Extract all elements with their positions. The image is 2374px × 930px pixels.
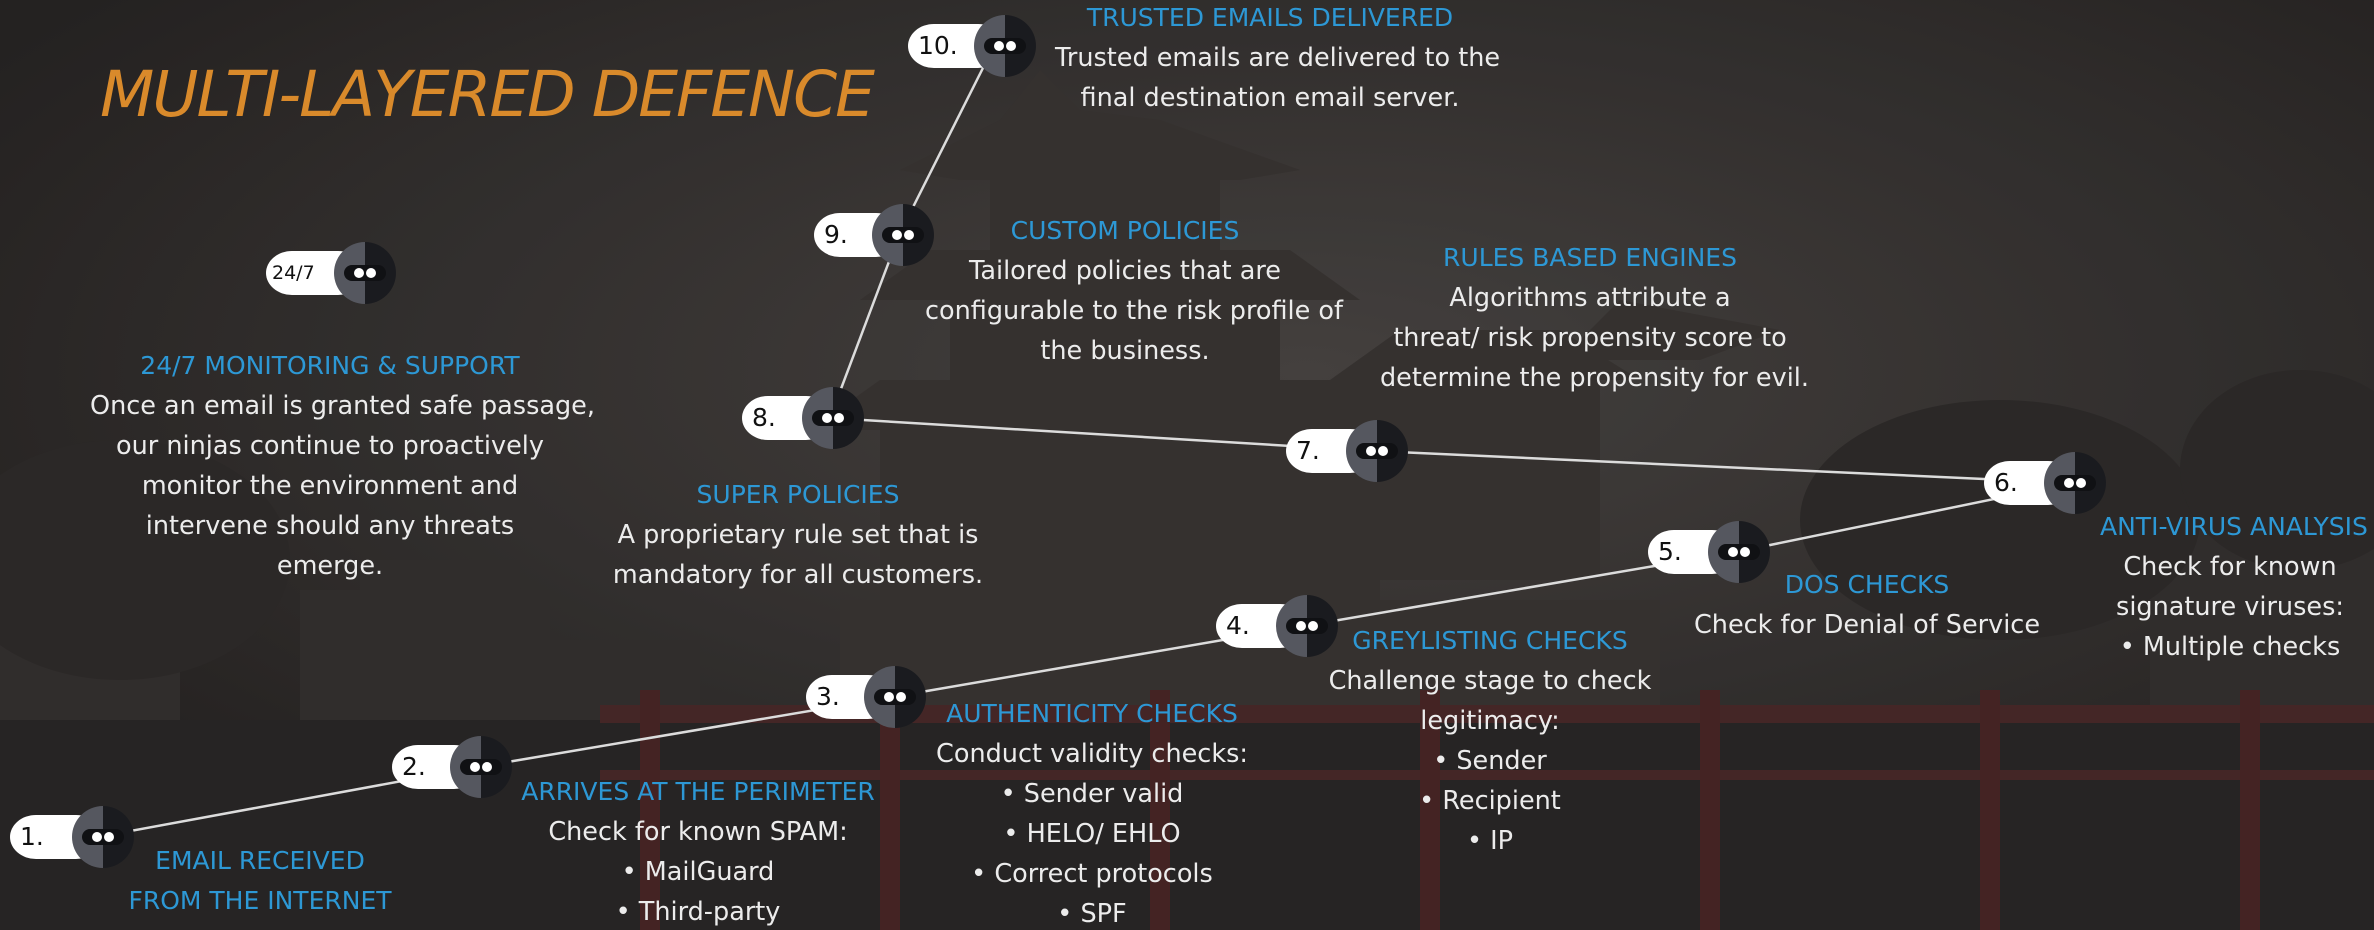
step-node-1: 1. <box>10 806 134 868</box>
block-heading: GREYLISTING CHECKS <box>1352 626 1628 655</box>
step-number: 6. <box>1994 468 2018 497</box>
block-line: determine the propensity for evil. <box>1380 363 1809 393</box>
block-line: mandatory for all customers. <box>612 560 984 590</box>
ninja-icon <box>1708 521 1770 583</box>
step-number: 2. <box>402 752 426 781</box>
ninja-icon <box>974 15 1036 77</box>
block-authenticity-checks: AUTHENTICITY CHECKS Conduct validity che… <box>912 694 1272 930</box>
step-number: 3. <box>816 682 840 711</box>
block-heading: SUPER POLICIES <box>696 480 900 509</box>
block-email-received: EMAIL RECEIVED FROM THE INTERNET <box>85 841 435 921</box>
block-line: configurable to the risk profile of <box>925 296 1343 326</box>
block-super-policies: SUPER POLICIES A proprietary rule set th… <box>608 475 988 595</box>
block-line: • SPF <box>1057 899 1127 929</box>
ninja-icon <box>1276 595 1338 657</box>
step-node-7: 7. <box>1286 420 1408 482</box>
block-line: Once an email is granted safe passage, <box>90 391 595 421</box>
step-number: 8. <box>752 403 776 432</box>
block-heading: RULES BASED ENGINES <box>1443 243 1737 272</box>
step-node-8: 8. <box>742 387 864 449</box>
block-heading: TRUSTED EMAILS DELIVERED <box>1086 3 1454 32</box>
block-heading: AUTHENTICITY CHECKS <box>946 699 1238 728</box>
block-heading: ANTI-VIRUS ANALYSIS <box>2100 512 2368 541</box>
block-rules-engines: RULES BASED ENGINES Algorithms attribute… <box>1380 238 1809 398</box>
step-node-2: 2. <box>392 736 512 798</box>
block-line: Tailored policies that are <box>969 256 1281 286</box>
block-line: the business. <box>1040 336 1210 366</box>
block-line: • Multiple checks <box>2119 632 2341 662</box>
block-line: monitor the environment and <box>141 471 519 501</box>
block-line: Check for known <box>2123 552 2337 582</box>
connector-9-10 <box>897 45 996 236</box>
block-line: • MailGuard <box>621 857 775 887</box>
block-line: Algorithms attribute a <box>1449 283 1731 313</box>
block-line: FROM THE INTERNET <box>128 886 392 915</box>
step-node-6: 6. <box>1984 452 2106 514</box>
step-number: 9. <box>824 220 848 249</box>
block-line: Challenge stage to check <box>1328 666 1652 696</box>
block-line: • Third-party <box>615 897 781 927</box>
block-trusted-emails: TRUSTED EMAILS DELIVERED Trusted emails … <box>1055 0 1501 118</box>
step-node-3: 3. <box>806 666 926 728</box>
ninja-icon <box>802 387 864 449</box>
block-line: • Recipient <box>1419 786 1561 816</box>
step-number: 1. <box>20 822 44 851</box>
block-anti-virus: ANTI-VIRUS ANALYSIS Check for known sign… <box>2100 507 2368 667</box>
step-number: 24/7 <box>272 262 315 284</box>
connector-6-7 <box>1373 449 2073 485</box>
block-line: • IP <box>1466 826 1514 856</box>
block-line: signature viruses: <box>2116 592 2344 622</box>
block-custom-policies: CUSTOM POLICIES Tailored policies that a… <box>925 211 1343 371</box>
step-number: 10. <box>918 31 958 60</box>
ninja-icon <box>2044 452 2106 514</box>
block-greylisting-checks: GREYLISTING CHECKS Challenge stage to ch… <box>1310 621 1670 861</box>
step-number: 5. <box>1658 537 1682 566</box>
block-line: our ninjas continue to proactively <box>116 431 544 461</box>
step-node-10: 10. <box>908 15 1036 77</box>
block-heading: CUSTOM POLICIES <box>1010 216 1240 245</box>
block-dos-checks: DOS CHECKS Check for Denial of Service <box>1687 565 2047 645</box>
block-line: • Sender <box>1433 746 1547 776</box>
block-line: intervene should any threats <box>145 511 515 541</box>
block-line: emerge. <box>276 551 384 581</box>
block-line: Conduct validity checks: <box>936 739 1248 769</box>
ninja-icon <box>864 666 926 728</box>
ninja-icon <box>334 242 396 304</box>
node-24-7: 24/7 <box>266 242 396 304</box>
block-line: legitimacy: <box>1420 706 1560 736</box>
block-line: final destination email server. <box>1080 83 1460 113</box>
block-line: • HELO/ EHLO <box>1003 819 1181 849</box>
block-heading: 24/7 MONITORING & SUPPORT <box>140 351 520 380</box>
block-line: • Sender valid <box>1000 779 1184 809</box>
block-heading: EMAIL RECEIVED <box>155 846 365 875</box>
ninja-icon <box>72 806 134 868</box>
step-number: 7. <box>1296 436 1320 465</box>
block-line: Check for Denial of Service <box>1693 610 2041 640</box>
ninja-icon <box>872 204 934 266</box>
block-monitoring: 24/7 MONITORING & SUPPORT Once an email … <box>90 346 595 586</box>
step-node-9: 9. <box>814 204 934 266</box>
block-arrives-perimeter: ARRIVES AT THE PERIMETER Check for known… <box>518 772 878 930</box>
block-line: Trusted emails are delivered to the <box>1055 43 1501 73</box>
block-line: Check for known SPAM: <box>548 817 848 847</box>
step-node-4: 4. <box>1216 595 1338 657</box>
ninja-icon <box>450 736 512 798</box>
ninja-icon <box>1346 420 1408 482</box>
block-line: threat/ risk propensity score to <box>1393 323 1787 353</box>
block-heading: DOS CHECKS <box>1784 570 1950 599</box>
connector-7-8 <box>829 416 1375 453</box>
block-line: A proprietary rule set that is <box>617 520 979 550</box>
block-line: • Correct protocols <box>971 859 1213 889</box>
step-number: 4. <box>1226 611 1250 640</box>
step-node-5: 5. <box>1648 521 1770 583</box>
page-title: MULTI-LAYERED DEFENCE <box>100 58 875 131</box>
block-heading: ARRIVES AT THE PERIMETER <box>521 777 875 806</box>
